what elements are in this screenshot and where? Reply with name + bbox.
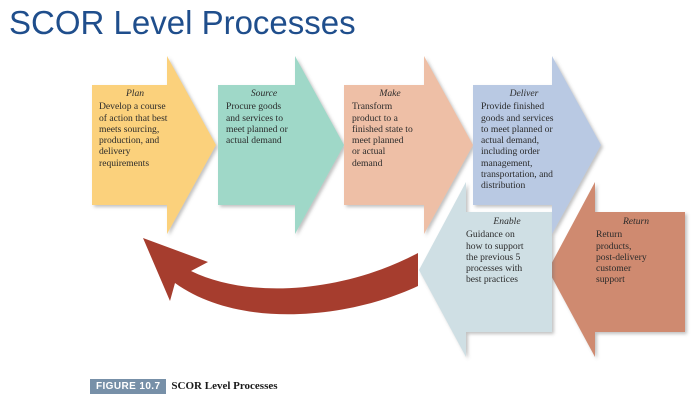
- plan-description: Develop a course of action that best mee…: [99, 101, 168, 169]
- source-description: Procure goods and services to meet plann…: [226, 101, 288, 147]
- deliver-box: Deliver Provide finished goods and servi…: [481, 88, 567, 192]
- source-name: Source: [250, 88, 278, 99]
- return-chevron: [548, 182, 685, 357]
- source-chevron: [218, 56, 344, 234]
- make-chevron: [344, 56, 473, 234]
- figure-caption-text: SCOR Level Processes: [171, 380, 278, 392]
- return-name: Return: [622, 216, 650, 227]
- make-name: Make: [379, 88, 401, 99]
- make-box: Make Transform product to a finished sta…: [352, 88, 428, 169]
- feedback-arrow: [143, 238, 418, 315]
- figure-caption: FIGURE 10.7 SCOR Level Processes: [90, 376, 278, 394]
- return-description: Return products, post-delivery customer …: [596, 229, 647, 286]
- enable-name: Enable: [493, 216, 521, 227]
- deliver-description: Provide finished goods and services to m…: [481, 101, 554, 192]
- enable-box: Enable Guidance on how to support the pr…: [466, 216, 548, 286]
- figure-label: FIGURE 10.7: [90, 379, 167, 394]
- deliver-name: Deliver: [509, 88, 539, 99]
- enable-description: Guidance on how to support the previous …: [466, 229, 524, 286]
- plan-name: Plan: [125, 88, 145, 99]
- make-description: Transform product to a finished state to…: [352, 101, 413, 169]
- page-title: SCOR Level Processes: [9, 4, 356, 41]
- enable-chevron: [419, 182, 552, 357]
- deliver-chevron: [473, 56, 601, 234]
- plan-chevron: [92, 56, 216, 234]
- source-box: Source Procure goods and services to mee…: [226, 88, 302, 146]
- plan-box: Plan Develop a course of action that bes…: [99, 88, 171, 169]
- return-box: Return Return products, post-delivery cu…: [596, 216, 676, 286]
